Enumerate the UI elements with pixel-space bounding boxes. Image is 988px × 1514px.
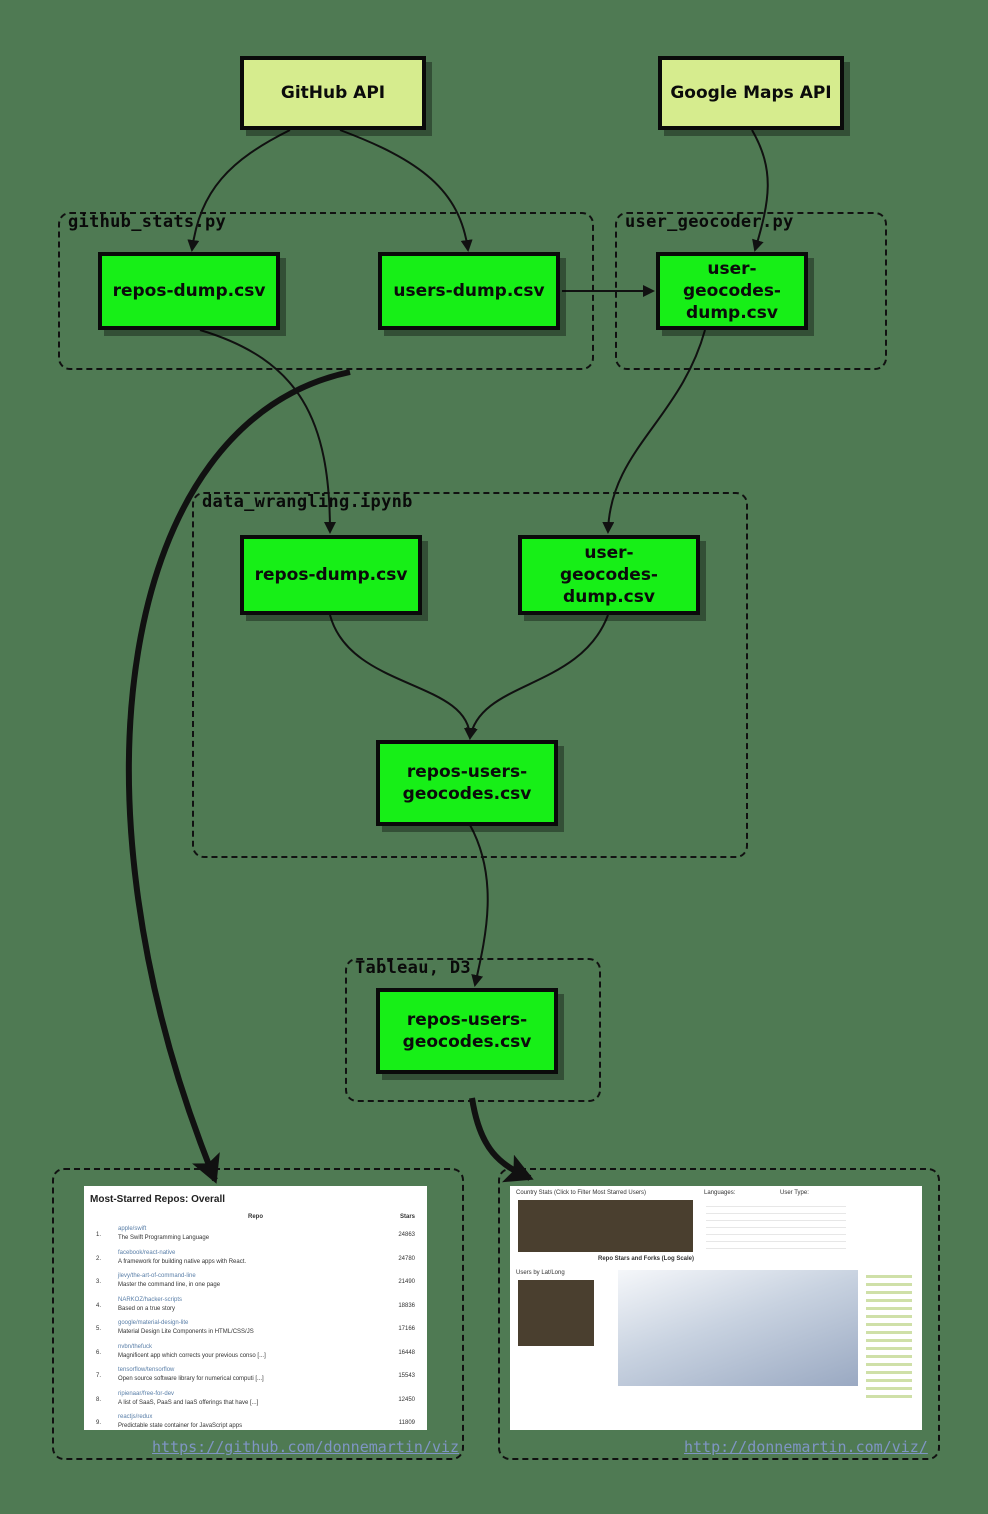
row-repo-name[interactable]: tensorflow/tensorflow [118,1367,175,1373]
row-repo-name[interactable]: NARKOZ/hacker-scripts [118,1296,183,1303]
stars-col-header: Stars [399,1214,415,1220]
node-repos-users-geocodes-2: repos-users-geocodes.csv [376,988,558,1074]
users-by-latlong-title: Users by Lat/Long [516,1270,565,1276]
group-label-github-stats: github_stats.py [68,212,227,232]
node-repos-users-geocodes-1: repos-users-geocodes.csv [376,740,558,826]
edge-reposdump-wrangling [199,329,336,534]
row-stars: 21490 [398,1279,415,1285]
row-rank: 5. [96,1326,102,1332]
world-map-bottom [518,1280,594,1346]
node-user-geocodes-2: user-geocodes-dump.csv [518,535,700,615]
row-rank: 8. [96,1396,102,1403]
row-repo-name[interactable]: nvbn/thefuck [118,1343,153,1350]
row-stars: 17166 [398,1326,415,1332]
row-repo-desc: Master the command line, in one page [118,1282,221,1288]
edge-tableau-to-web-viz [469,1097,534,1183]
world-map-top [518,1200,693,1252]
row-repo-desc: Material Design Lite Components in HTML/… [118,1329,254,1335]
row-repo-name[interactable]: jlevy/the-art-of-command-line [118,1273,196,1279]
row-stars: 24780 [398,1255,415,1262]
group-github-stats [58,212,594,370]
group-user-geocoder [615,212,887,370]
web-viz-link[interactable]: http://donnemartin.com/viz/ [684,1438,928,1456]
row-rank: 6. [96,1349,102,1356]
node-repos-dump-2: repos-dump.csv [240,535,422,615]
row-repo-desc: Open source software library for numeric… [118,1376,264,1382]
node-repos-dump-1: repos-dump.csv [98,252,280,330]
row-repo-name[interactable]: google/material-design-lite [118,1320,189,1326]
row-repo-desc: A framework for building native apps wit… [118,1258,247,1265]
edge-geocodes2-merged [465,614,609,740]
languages-label: Languages: [704,1190,736,1196]
node-github-api: GitHub API [240,56,426,130]
repo-col-header: Repo [248,1214,263,1220]
edge-repos2-merged [329,614,476,740]
row-stars: 12450 [398,1396,415,1403]
table-row: 2. facebook/react-native A framework for b… [92,1250,419,1270]
edge-githubapi-usersdump [339,129,473,252]
row-repo-desc: A list of SaaS, PaaS and IaaS offerings … [118,1399,259,1406]
group-tableau-d3 [345,958,601,1102]
edge-github-to-repo-viz [126,369,351,1184]
node-google-maps-api: Google Maps API [658,56,844,130]
row-stars: 16448 [398,1349,415,1356]
row-repo-desc: Magnificent app which corrects your prev… [118,1352,266,1359]
edge-githubapi-reposdump [187,129,291,252]
row-rank: 7. [96,1373,102,1379]
top-users-table [706,1200,846,1250]
row-repo-desc: Based on a true story [118,1305,176,1312]
country-stats-title: Country Stats (Click to Filter Most Star… [516,1190,647,1196]
dashboard-screenshot: Country Stats (Click to Filter Most Star… [510,1186,922,1430]
edge-geocodes-wrangling [602,329,706,534]
repo-table-screenshot: Most-Starred Repos: Overall Repo Stars 1… [84,1186,427,1430]
repo-table-title: Most-Starred Repos: Overall [90,1194,226,1205]
row-repo-name[interactable]: facebook/react-native [118,1249,176,1256]
edge-merged-tableau [469,824,489,987]
user-type-label: User Type: [780,1190,809,1196]
group-repo-viz [52,1168,464,1460]
node-user-geocodes-1: user-geocodes-dump.csv [656,252,808,330]
row-repo-name[interactable]: ripienaar/free-for-dev [118,1390,175,1397]
row-rank: 9. [96,1420,102,1426]
row-rank: 4. [96,1302,102,1309]
row-repo-desc: Predictable state container for JavaScri… [118,1423,243,1429]
row-repo-desc: The Swift Programming Language [118,1235,210,1241]
scatter-title: Repo Stars and Forks (Log Scale) [598,1256,695,1262]
table-row: 8. ripienaar/free-for-dev A list of SaaS, … [92,1391,419,1411]
row-stars: 11809 [398,1420,415,1426]
row-repo-name[interactable]: reactjs/redux [118,1414,153,1420]
group-label-user-geocoder: user_geocoder.py [625,212,794,232]
group-data-wrangling [192,492,748,858]
row-rank: 3. [96,1279,102,1285]
row-stars: 18836 [398,1302,415,1309]
repo-viz-link[interactable]: https://github.com/donnemartin/viz [152,1438,460,1456]
row-stars: 15543 [398,1373,415,1379]
row-repo-name[interactable]: apple/swift [118,1226,147,1232]
group-label-tableau-d3: Tableau, D3 [355,958,471,978]
scatter-plot [618,1270,858,1386]
node-users-dump: users-dump.csv [378,252,560,330]
edge-googlemaps-geocodes [751,129,769,252]
scatter-legend [866,1270,912,1400]
row-rank: 1. [96,1232,102,1238]
group-label-data-wrangling: data_wrangling.ipynb [202,492,413,512]
row-stars: 24863 [398,1232,415,1238]
group-web-viz [498,1168,940,1460]
row-rank: 2. [96,1255,102,1262]
